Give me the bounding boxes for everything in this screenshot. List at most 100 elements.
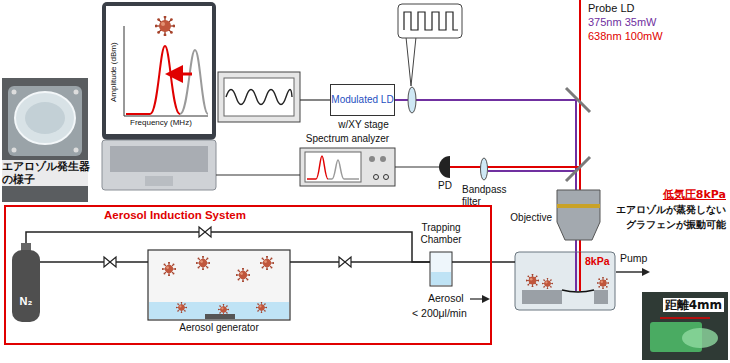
spectrum-analyzer <box>307 156 328 179</box>
pressure-label: 8kPa <box>585 255 610 268</box>
aerosol-generator <box>162 262 177 277</box>
optical-path <box>579 0 581 190</box>
trapping-beaker <box>430 252 452 286</box>
flow-label: Pump <box>620 252 647 265</box>
stage-note: w/XY stage <box>323 119 404 131</box>
system-frame: Aerosol Induction SystemN₂ Aerosol genera… <box>4 205 492 345</box>
aerosol-generator <box>256 302 267 313</box>
optical-path <box>557 204 600 208</box>
gas-pipe <box>452 261 515 263</box>
laptop <box>180 50 208 114</box>
laptop <box>110 146 208 172</box>
box-label: Modulated LD <box>331 85 394 115</box>
sample-chamber <box>562 290 594 292</box>
aerosol-generator <box>149 302 289 319</box>
sample-chamber <box>515 252 615 310</box>
gas-pipe <box>290 261 430 263</box>
square-wave-callout <box>404 12 458 30</box>
optical-path <box>575 240 577 252</box>
laptop <box>155 16 176 37</box>
optical-path <box>481 158 488 180</box>
optical-path <box>395 99 576 101</box>
aerosol-generator <box>196 256 211 271</box>
signal-cable <box>216 174 300 175</box>
photo-inset: エアロゾル発生器の様子 <box>2 78 100 202</box>
chamber-photo <box>642 292 728 360</box>
chamber-photo <box>660 317 710 319</box>
aerosol-generator <box>148 250 290 320</box>
wavelength-label: 638nm 100mW <box>588 30 663 43</box>
trapping-beaker <box>431 272 451 285</box>
source-label: Probe LD <box>588 2 634 15</box>
flow-rate: < 200μl/min <box>412 307 467 320</box>
aerosol-generator-photo <box>12 148 17 153</box>
sample-chamber <box>515 252 648 310</box>
chamber-photo <box>682 328 718 348</box>
sample-chamber <box>542 278 553 289</box>
optical-path <box>557 190 600 240</box>
valve-symbols <box>199 227 211 237</box>
function-generator <box>224 78 294 116</box>
spectrum-analyzer <box>300 148 395 186</box>
spectrum-analyzer <box>384 175 389 180</box>
optical-path <box>450 166 580 168</box>
laser-box: Modulated LDw/XY stage <box>330 84 395 116</box>
gas-pipe <box>40 261 148 263</box>
spectrum-analyzer <box>369 156 375 162</box>
aerosol-generator <box>236 268 251 283</box>
frame-heading: Aerosol Induction System <box>104 209 246 223</box>
vacuum-chamber: 8kPa <box>515 252 615 310</box>
sample-chamber <box>579 252 581 291</box>
laptop <box>174 73 192 76</box>
valve-symbols <box>339 257 351 267</box>
aerosol-generator-photo <box>8 86 82 156</box>
optical-path <box>579 240 581 252</box>
flow-label: Aerosol <box>428 292 464 305</box>
gas-cylinder: N₂ <box>12 243 40 322</box>
note-text: エアロゾルが蒸発しない <box>616 204 726 216</box>
square-wave-callout <box>406 37 416 86</box>
bypass-pipe <box>26 232 430 262</box>
optical-path <box>408 87 416 113</box>
component-label: Objective <box>496 212 552 224</box>
aerosol-generator-photo <box>25 102 65 134</box>
laptop-screen: Amplitude (dBm)Frequency (MHz) <box>102 2 216 192</box>
spectrum-analyzer <box>305 152 361 182</box>
nitrogen-cylinder <box>12 243 40 322</box>
sample-chamber <box>522 290 562 304</box>
aerosol-generator <box>218 304 229 315</box>
aerosol-generator <box>205 314 235 319</box>
spectrum-analyzer <box>380 156 386 162</box>
optical-path <box>395 0 600 252</box>
aerosol-generator-photo <box>12 90 17 95</box>
optical-path <box>488 170 576 172</box>
note-heading: 低気圧8kPa <box>663 188 726 201</box>
nitrogen-cylinder <box>21 243 31 251</box>
sample-chamber <box>597 277 609 289</box>
function-generator <box>300 99 330 100</box>
optical-path <box>575 100 577 190</box>
component-label: Bandpass filter <box>462 184 514 208</box>
sample-chamber <box>616 271 648 272</box>
gas-label: N₂ <box>12 295 40 308</box>
wavelength-label: 375nm 35mW <box>588 16 656 29</box>
trapping-beaker <box>430 252 488 299</box>
laptop <box>126 46 180 114</box>
generator-box: Aerosol generator <box>148 250 290 320</box>
axis-label: Frequency (MHz) <box>130 118 192 128</box>
function-generator <box>226 90 292 105</box>
signal-cable <box>395 166 439 167</box>
sample-chamber <box>526 274 540 288</box>
laptop <box>102 2 216 140</box>
nitrogen-cylinder <box>12 250 40 322</box>
photo-caption: 距離4mm <box>663 298 724 312</box>
spectrum-analyzer <box>328 160 359 179</box>
instrument-box: Spectrum analyzer <box>300 148 395 186</box>
photo-inset: 距離4mm <box>642 292 728 360</box>
optical-path <box>566 88 590 112</box>
aerosol-generator <box>176 302 187 313</box>
sample-chamber <box>594 290 608 304</box>
laptop <box>102 2 216 190</box>
photo-caption: エアロゾル発生器の様子 <box>2 160 100 186</box>
